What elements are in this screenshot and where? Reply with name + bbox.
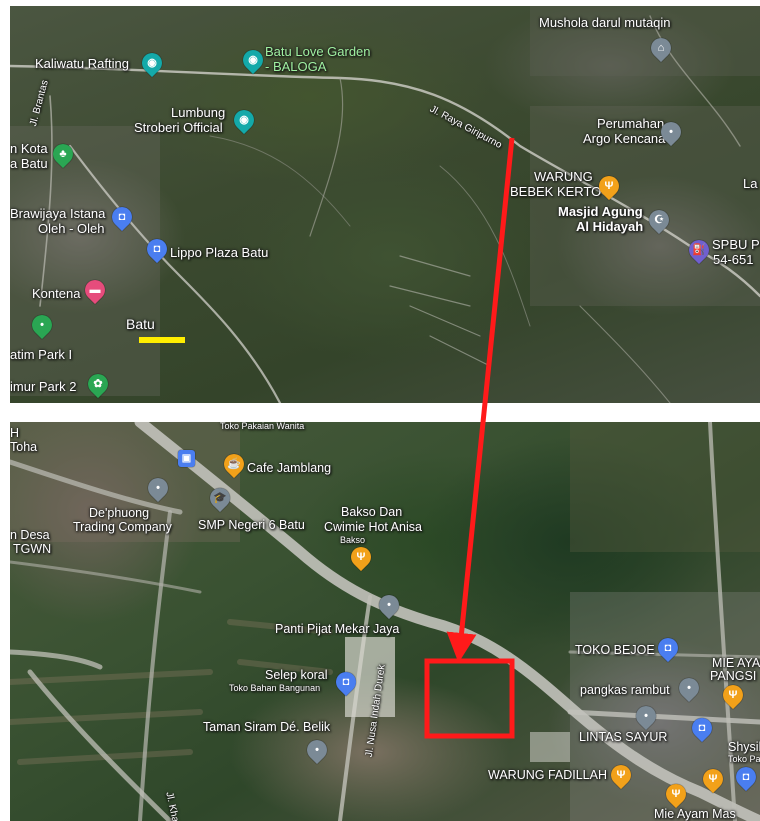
- label-mie-aya: MIE AYA: [712, 656, 760, 670]
- label-taman-siram: Taman Siram Dé. Belik: [203, 720, 331, 734]
- hotel-icon[interactable]: ▬: [80, 275, 110, 305]
- restaurant-icon[interactable]: Ψ: [346, 542, 376, 572]
- label-jatim-park-2: imur Park 2: [10, 379, 77, 394]
- mosque-icon[interactable]: ⌂: [646, 33, 676, 63]
- label-kontena: Kontena: [32, 286, 81, 301]
- restaurant-icon[interactable]: Ψ: [698, 764, 728, 794]
- label-mushola: Mushola darul mutaqin: [539, 15, 671, 30]
- label-kota: n Kota: [10, 141, 48, 156]
- label-lippo-plaza: Lippo Plaza Batu: [170, 245, 269, 260]
- label-pangkas-rambut: pangkas rambut: [580, 683, 670, 697]
- label-cwimie: Cwimie Hot Anisa: [324, 520, 422, 534]
- cafe-icon[interactable]: ☕: [219, 449, 249, 479]
- label-perumahan: Perumahan: [597, 116, 665, 131]
- label-desa: n Desa: [10, 528, 50, 542]
- location-pin-icon[interactable]: •: [143, 473, 173, 503]
- label-toko-bahan: Toko Bahan Bangunan: [229, 683, 321, 693]
- label-kaliwatu-rafting: Kaliwatu Rafting: [35, 56, 129, 71]
- school-icon[interactable]: 🎓: [205, 483, 235, 513]
- camera-icon[interactable]: ◉: [238, 45, 268, 75]
- label-warung: WARUNG: [534, 169, 593, 184]
- label-bakso-category: Bakso: [340, 535, 366, 545]
- location-pin-icon[interactable]: •: [631, 701, 661, 731]
- label-spbu: SPBU P: [712, 237, 760, 252]
- label-batu-love-garden: Batu Love Garden: [265, 44, 371, 59]
- shopping-bag-icon[interactable]: ◘: [331, 667, 361, 697]
- shopping-bag-icon[interactable]: ◘: [653, 633, 683, 663]
- label-baloga: - BALOGA: [265, 59, 327, 74]
- label-oleh-oleh: Oleh - Oleh: [38, 221, 105, 236]
- park-icon[interactable]: ♣: [48, 139, 78, 169]
- label-tgwn: TGWN: [13, 542, 52, 556]
- shopping-bag-icon[interactable]: ◘: [731, 762, 760, 792]
- label-masjid-agung: Masjid Agung: [558, 204, 643, 219]
- label-brawijaya: Brawijaya Istana: [10, 206, 106, 221]
- label-trading-company: Trading Company: [73, 520, 172, 534]
- top-map-roads: [10, 6, 760, 403]
- location-pin-icon[interactable]: •: [374, 590, 404, 620]
- label-a-batu: a Batu: [10, 156, 48, 171]
- bus-stop-icon[interactable]: ▣: [178, 450, 195, 467]
- label-shysil: Shysil: [728, 740, 760, 754]
- label-warung-fadillah: WARUNG FADILLAH: [488, 768, 608, 782]
- overview-map[interactable]: Kaliwatu Rafting ◉ Batu Love Garden - BA…: [10, 6, 760, 403]
- shopping-bag-icon[interactable]: ◘: [142, 234, 172, 264]
- label-stroberi-official: Stroberi Official: [134, 120, 223, 135]
- detail-map[interactable]: Toko Pakaian Wanita H Toha ▣ Cafe Jambla…: [10, 422, 760, 821]
- label-toko-pakaian: Toko Pakaian Wanita: [220, 422, 305, 431]
- label-bebek-kerto: BEBEK KERTO: [510, 184, 602, 199]
- label-mie-ayam-mas: Mie Ayam Mas: [654, 807, 736, 821]
- label-pangsi: PANGSI: [710, 669, 757, 683]
- label-jatim-park-1: atim Park I: [10, 347, 73, 362]
- zoo-icon[interactable]: ✿: [83, 369, 113, 399]
- location-pin-icon[interactable]: •: [27, 310, 57, 340]
- yellow-highlight-bar: [139, 337, 185, 343]
- camera-icon[interactable]: ◉: [229, 105, 259, 135]
- restaurant-icon[interactable]: Ψ: [718, 680, 748, 710]
- location-pin-icon[interactable]: •: [656, 117, 686, 147]
- shopping-bag-icon[interactable]: ◘: [687, 713, 717, 743]
- label-bakso: Bakso Dan: [341, 505, 403, 519]
- label-toko-bejoe: TOKO BEJOE: [575, 643, 655, 657]
- label-argo-kencana: Argo Kencana: [583, 131, 666, 146]
- restaurant-icon[interactable]: Ψ: [661, 779, 691, 809]
- mosque-icon[interactable]: ☪: [644, 205, 674, 235]
- label-lintas-sayur: LINTAS SAYUR: [579, 730, 668, 744]
- label-dephuong: De'phuong: [89, 506, 150, 520]
- restaurant-icon[interactable]: Ψ: [606, 760, 636, 790]
- restaurant-icon[interactable]: Ψ: [594, 171, 624, 201]
- label-lumbung: Lumbung: [171, 105, 226, 120]
- location-pin-icon[interactable]: •: [302, 735, 332, 765]
- label-toko-pa: Toko Pa: [728, 754, 760, 764]
- label-spbu-number: 54-651: [713, 252, 754, 267]
- label-la: La: [743, 176, 758, 191]
- location-pin-icon[interactable]: •: [674, 673, 704, 703]
- label-selep-koral: Selep koral: [265, 668, 328, 682]
- label-batu-city: Batu: [126, 316, 155, 332]
- label-cafe-jamblang: Cafe Jamblang: [247, 461, 332, 475]
- label-al-hidayah: Al Hidayah: [576, 219, 644, 234]
- shopping-bag-icon[interactable]: ◘: [107, 202, 137, 232]
- camera-icon[interactable]: ◉: [137, 48, 167, 78]
- label-toha: Toha: [10, 440, 38, 454]
- label-smp: SMP Negeri 6 Batu: [198, 518, 305, 532]
- gas-station-icon[interactable]: ⛽: [684, 235, 714, 265]
- label-panti-pijat: Panti Pijat Mekar Jaya: [275, 622, 400, 636]
- label-h: H: [10, 426, 20, 440]
